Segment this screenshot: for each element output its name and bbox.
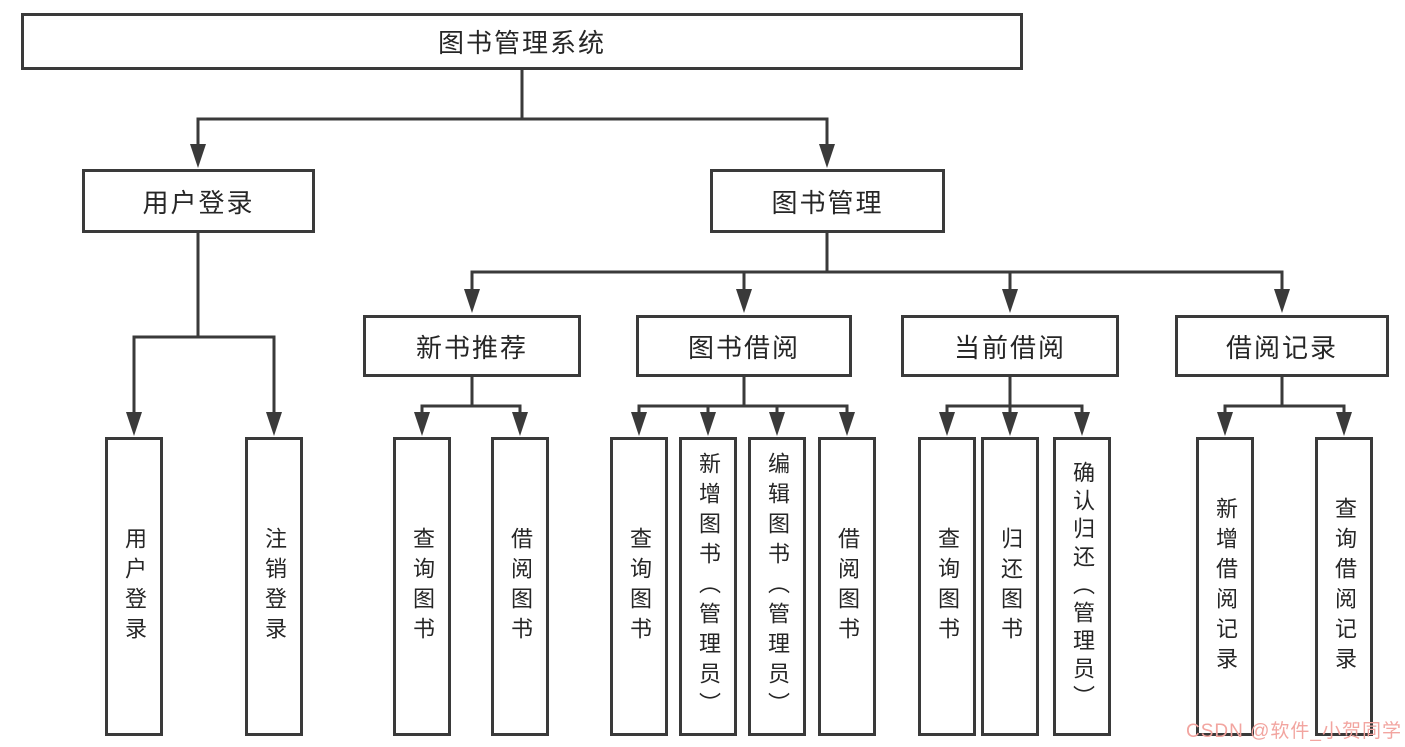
- leaf-user-login-label: 用户登录: [122, 526, 147, 647]
- leaf-add-book-admin: 新增图书（管理员）: [679, 437, 737, 736]
- node-book-management: 图书管理: [710, 169, 945, 233]
- leaf-query-borrow-record: 查询借阅记录: [1315, 437, 1373, 736]
- leaf-logout: 注销登录: [245, 437, 303, 736]
- leaf-return-book-label: 归还图书: [998, 526, 1023, 647]
- node-new-book-recommend: 新书推荐: [363, 315, 581, 377]
- leaf-query-book-recommend: 查询图书: [393, 437, 451, 736]
- leaf-borrow-book-borrow-label: 借阅图书: [835, 526, 860, 647]
- leaf-query-book-current: 查询图书: [918, 437, 976, 736]
- leaf-return-book: 归还图书: [981, 437, 1039, 736]
- leaf-user-login: 用户登录: [105, 437, 163, 736]
- leaf-query-book-recommend-label: 查询图书: [410, 526, 435, 647]
- node-book-borrowing: 图书借阅: [636, 315, 852, 377]
- node-user-login: 用户登录: [82, 169, 315, 233]
- node-root: 图书管理系统: [21, 13, 1023, 70]
- leaf-add-book-admin-label: 新增图书（管理员）: [696, 451, 721, 722]
- leaf-confirm-return-admin-label: 确认归还（管理员）: [1070, 460, 1095, 713]
- leaf-borrow-book-recommend-label: 借阅图书: [508, 526, 533, 647]
- leaf-confirm-return-admin: 确认归还（管理员）: [1053, 437, 1111, 736]
- csdn-watermark: CSDN @软件_小贺同学: [1186, 721, 1402, 742]
- leaf-borrow-book-recommend: 借阅图书: [491, 437, 549, 736]
- leaf-add-borrow-record: 新增借阅记录: [1196, 437, 1254, 736]
- leaf-logout-label: 注销登录: [262, 526, 287, 647]
- node-current-borrowing: 当前借阅: [901, 315, 1119, 377]
- leaf-query-book-current-label: 查询图书: [935, 526, 960, 647]
- leaf-borrow-book-borrow: 借阅图书: [818, 437, 876, 736]
- leaf-edit-book-admin: 编辑图书（管理员）: [748, 437, 806, 736]
- leaf-query-book-borrow: 查询图书: [610, 437, 668, 736]
- node-borrow-records: 借阅记录: [1175, 315, 1389, 377]
- leaf-edit-book-admin-label: 编辑图书（管理员）: [765, 451, 790, 722]
- leaf-add-borrow-record-label: 新增借阅记录: [1213, 496, 1238, 677]
- leaf-query-book-borrow-label: 查询图书: [627, 526, 652, 647]
- leaf-query-borrow-record-label: 查询借阅记录: [1332, 496, 1357, 677]
